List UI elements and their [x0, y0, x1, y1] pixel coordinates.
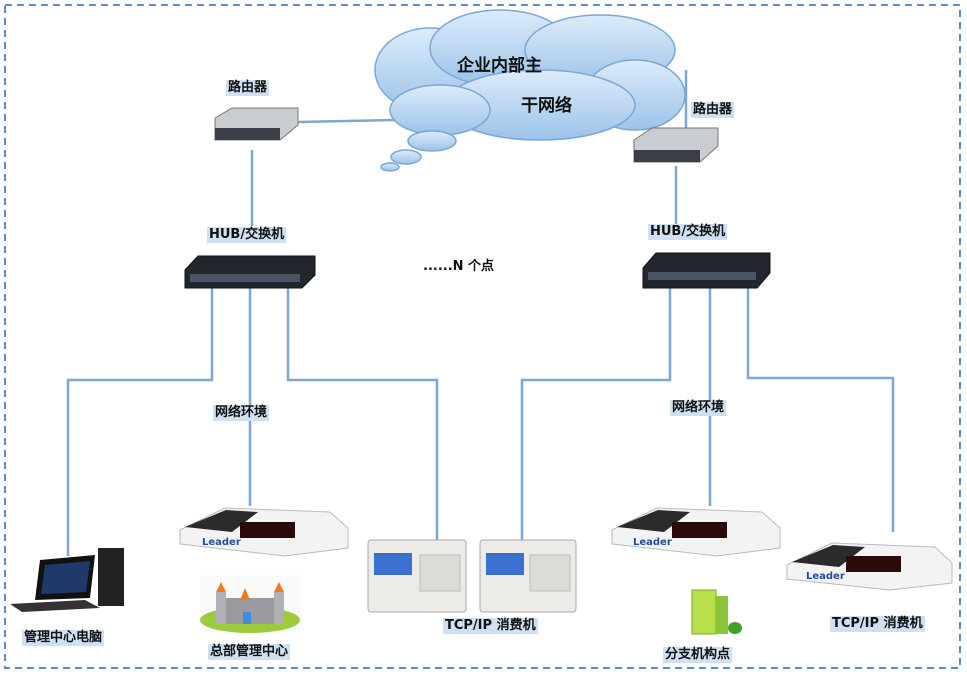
- router-icon-left[interactable]: [214, 107, 299, 141]
- switch-label-left: HUB/交换机: [207, 227, 287, 243]
- svg-text:Leader: Leader: [806, 571, 845, 582]
- network-label-left: 网络环境: [213, 405, 270, 421]
- svg-text:Leader: Leader: [202, 537, 241, 548]
- terminal-label-left: TCP/IP 消费机: [443, 618, 538, 634]
- switch-icon-left[interactable]: [184, 255, 316, 289]
- pc-label: 管理中心电脑: [22, 630, 105, 646]
- building-icon: [691, 589, 742, 635]
- cloud-label-line1: 企业内部主: [457, 56, 542, 76]
- switch-icon-right[interactable]: [642, 252, 771, 289]
- consumption-machine-icon[interactable]: Leader: [179, 507, 349, 557]
- branch-label: 分支机构点: [663, 647, 733, 663]
- router-icon-right[interactable]: [633, 127, 719, 163]
- dashed-border: [4, 4, 961, 669]
- cloud-label-line2: 干网络: [521, 96, 572, 116]
- castle-icon: [200, 575, 301, 633]
- router-label-right: 路由器: [691, 102, 735, 118]
- consumption-machine-icon[interactable]: Leader: [611, 507, 781, 557]
- wall-terminal-icon[interactable]: [479, 539, 577, 613]
- computer-icon[interactable]: [10, 548, 124, 612]
- links: [66, 70, 895, 556]
- wall-terminal-icon[interactable]: [367, 539, 467, 613]
- hq-label: 总部管理中心: [208, 644, 291, 660]
- network-label-right: 网络环境: [670, 400, 727, 416]
- consumption-machine-icon[interactable]: Leader: [786, 542, 953, 591]
- terminal-label-right: TCP/IP 消费机: [830, 616, 925, 632]
- svg-text:Leader: Leader: [633, 537, 672, 548]
- switch-label-right: HUB/交换机: [648, 224, 728, 240]
- router-label-left: 路由器: [226, 80, 270, 96]
- n-points-label: ......N 个点: [423, 259, 495, 274]
- cloud-icon: [374, 9, 686, 172]
